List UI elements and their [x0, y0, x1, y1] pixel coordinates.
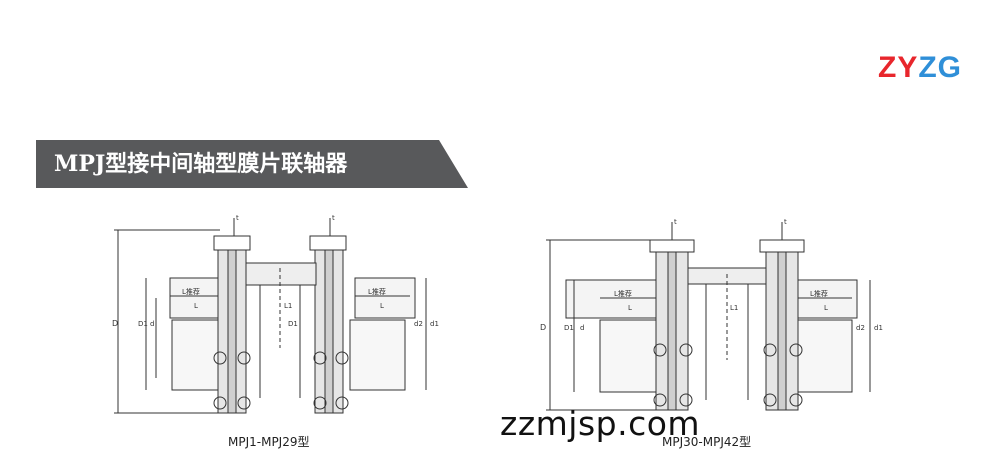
- dim-label-d: d: [580, 324, 584, 332]
- dim-label-D1: D1: [564, 324, 574, 332]
- banner-background: [36, 140, 468, 188]
- dim-label-l1: L1: [730, 304, 738, 312]
- page-title: MPJ型接中间轴型膜片联轴器: [54, 151, 348, 177]
- dim-label-lrec-left: L推荐: [614, 289, 632, 298]
- figure-caption-mpj30-42: MPJ30-MPJ42型: [662, 435, 752, 449]
- dim-label-d1: d1: [430, 320, 439, 328]
- dim-label-l-right: L: [824, 304, 828, 312]
- logo-letter-z: Z: [878, 51, 898, 84]
- coupling-drawing-mpj1-29: D D1 d L推荐 L推荐 L L L1 D1 d2 d1 t t: [112, 214, 439, 414]
- dim-label-l1: L1: [284, 302, 292, 310]
- logo-letter-z2: Z: [918, 51, 938, 84]
- dim-label-d: d: [150, 320, 154, 328]
- logo-letter-y: Y: [897, 51, 919, 84]
- dim-label-D: D: [112, 319, 118, 328]
- dim-label-t-right: t: [784, 218, 787, 226]
- dim-label-l-right: L: [380, 302, 384, 310]
- dim-label-t-right: t: [332, 214, 335, 222]
- dim-label-lrec-right: L推荐: [810, 289, 828, 298]
- dim-label-lrec-right: L推荐: [368, 287, 386, 296]
- dim-label-D: D: [540, 323, 546, 332]
- dim-label-d2: d2: [856, 324, 865, 332]
- dim-label-d2: d2: [414, 320, 423, 328]
- dim-label-D1: D1: [138, 320, 148, 328]
- dim-label-lrec-left: L推荐: [182, 287, 200, 296]
- dim-label-t-left: t: [236, 214, 239, 222]
- dim-label-l-left: L: [194, 302, 198, 310]
- dim-label-d1-mid: D1: [288, 320, 298, 328]
- dim-label-d1: d1: [874, 324, 883, 332]
- coupling-drawing-mpj30-42: D D1 d L推荐 L推荐 L L L1 d2 d1 t t: [540, 218, 883, 411]
- title-banner: MPJ型接中间轴型膜片联轴器: [36, 140, 468, 188]
- logo-letter-g: G: [937, 51, 963, 84]
- dim-label-t-left: t: [674, 218, 677, 226]
- site-watermark: zzmjsp.com: [500, 404, 701, 443]
- dim-label-l-left: L: [628, 304, 632, 312]
- figure-caption-mpj1-29: MPJ1-MPJ29型: [228, 435, 310, 449]
- brand-logo: ZYZG: [878, 52, 978, 88]
